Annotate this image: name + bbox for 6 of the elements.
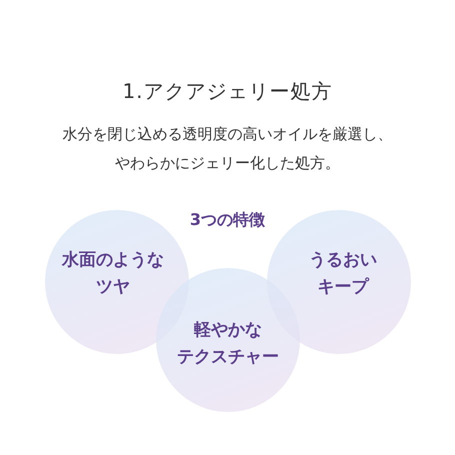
feature-text: うるおいキープ <box>309 248 377 299</box>
subheading: 3つの特徴 <box>188 210 266 231</box>
feature-text: 水面のようなツヤ <box>62 248 164 299</box>
heading: 1.アクアジェリー処方 <box>121 78 334 105</box>
feature-text: 軽やかなテクスチャー <box>177 318 279 369</box>
description-text: 水分を閉じ込める透明度の高いオイルを厳選し、やわらかにジェリー化した処方。 <box>62 124 394 174</box>
